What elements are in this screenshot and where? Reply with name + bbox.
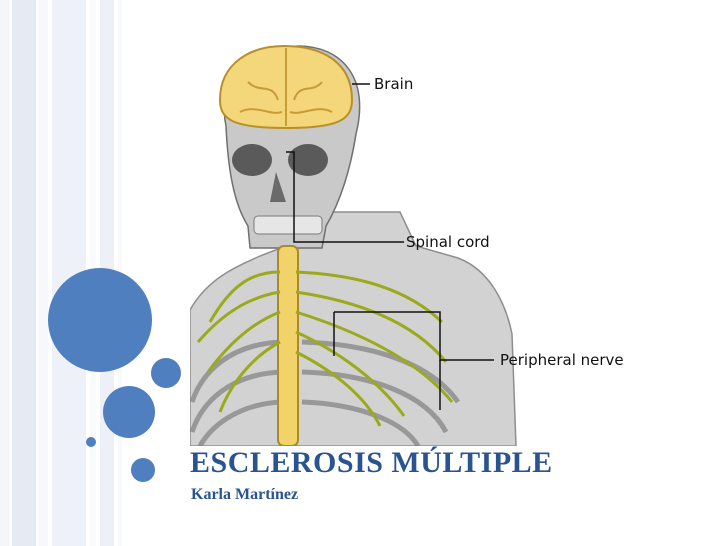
torso-shape (190, 211, 517, 446)
nervous-system-illustration: Brain Spinal cord Peripheral nerve (190, 44, 624, 446)
slide-subtitle: Karla Martínez (191, 486, 299, 503)
brain-label: Brain (374, 75, 413, 93)
slide-title: ESCLEROSIS MÚLTIPLE (190, 446, 553, 479)
spinal-cord-shape (277, 245, 299, 446)
decorative-circles (48, 268, 181, 482)
spinal-cord-label: Spinal cord (406, 233, 490, 251)
peripheral-nerve-label: Peripheral nerve (500, 351, 624, 369)
